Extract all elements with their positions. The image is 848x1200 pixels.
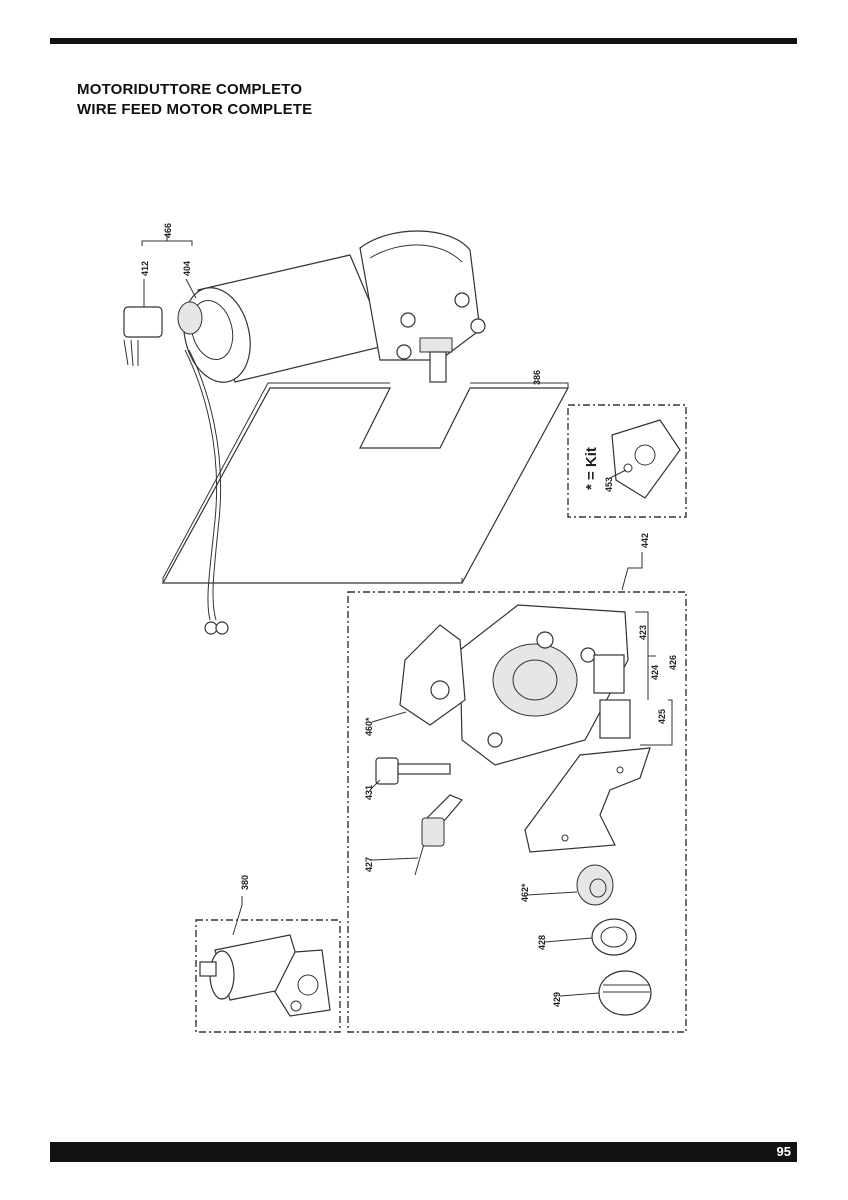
label-404: 404 bbox=[182, 261, 192, 276]
footer-bar: 95 bbox=[50, 1142, 797, 1162]
label-386: 386 bbox=[532, 370, 542, 385]
page-number: 95 bbox=[776, 1144, 791, 1159]
label-427: 427 bbox=[364, 857, 374, 872]
label-431: 431 bbox=[364, 785, 374, 800]
callout-442: 442 bbox=[621, 533, 650, 591]
label-380: 380 bbox=[240, 875, 250, 890]
title-italian: MOTORIDUTTORE COMPLETO bbox=[77, 81, 303, 98]
top-rule bbox=[50, 38, 797, 44]
label-453: 453 bbox=[604, 477, 614, 492]
motor-cable bbox=[184, 349, 229, 635]
label-429: 429 bbox=[552, 992, 562, 1007]
title-english: WIRE FEED MOTOR COMPLETE bbox=[77, 101, 313, 118]
label-426: 426 bbox=[668, 655, 678, 670]
page-header: MOTORIDUTTORE COMPLETO WIRE FEED MOTOR C… bbox=[77, 80, 312, 120]
motor-380-box: 380 bbox=[195, 875, 341, 1033]
callout-group-466: 466 412 404 386 bbox=[140, 223, 542, 385]
label-466: 466 bbox=[163, 223, 173, 238]
label-424: 424 bbox=[650, 665, 660, 680]
mounting-plate-386 bbox=[161, 382, 570, 584]
kit-box: * = Kit 453 bbox=[567, 404, 687, 518]
connector-412 bbox=[123, 306, 163, 367]
label-442: 442 bbox=[640, 533, 650, 548]
label-460: 460* bbox=[364, 717, 374, 736]
kit-legend: * = Kit bbox=[583, 447, 600, 490]
motor-assembly-466 bbox=[177, 230, 486, 383]
label-428-ring: 428 bbox=[537, 935, 547, 950]
label-425: 425 bbox=[657, 709, 667, 724]
label-412: 412 bbox=[140, 261, 150, 276]
label-462: 462* bbox=[520, 883, 530, 902]
gear-assembly-box: 460* 431 427 462* 428 429 423 424 426 42… bbox=[347, 591, 687, 1033]
label-423: 423 bbox=[638, 625, 648, 640]
